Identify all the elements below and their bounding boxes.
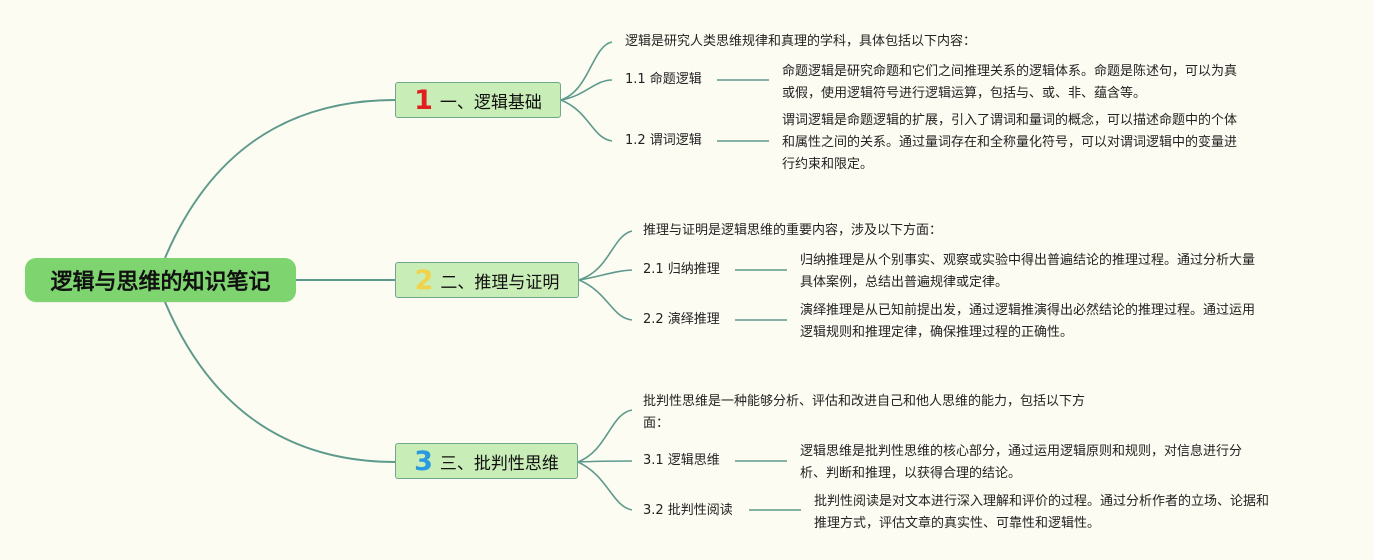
desc-line: 行约束和限定。 bbox=[782, 157, 874, 172]
leaf-2-1-desc: 归纳推理是从个别事实、观察或实验中得出普遍结论的推理过程。通过分析大量 具体案例… bbox=[800, 250, 1255, 294]
branch-2-intro: 推理与证明是逻辑思维的重要内容，涉及以下方面： bbox=[643, 223, 943, 238]
desc-line: 析、判断和推理，以获得合理的结论。 bbox=[800, 466, 1022, 481]
link-b2-leaf1 bbox=[578, 269, 633, 281]
link-b3-leaf2 bbox=[577, 461, 633, 511]
leaf-2-2[interactable]: 2.2 演绎推理 bbox=[643, 312, 720, 327]
leaf-2-2-desc: 演绎推理是从已知前提出发，通过逻辑推演得出必然结论的推理过程。通过运用 逻辑规则… bbox=[800, 300, 1255, 344]
leaf-3-1[interactable]: 3.1 逻辑思维 bbox=[643, 453, 720, 468]
desc-line: 逻辑思维是批判性思维的核心部分，通过运用逻辑原则和规则，对信息进行分 bbox=[800, 444, 1243, 459]
leaf-3-1-desc: 逻辑思维是批判性思维的核心部分，通过运用逻辑原则和规则，对信息进行分 析、判断和… bbox=[800, 441, 1242, 485]
leaf-1-2-desc: 谓词逻辑是命题逻辑的扩展，引入了谓词和量词的概念，可以描述命题中的个体 和属性之… bbox=[782, 110, 1237, 176]
leaf-3-2-desc: 批判性阅读是对文本进行深入理解和评价的过程。通过分析作者的立场、论据和 推理方式… bbox=[814, 491, 1269, 535]
branch-title-2: 二、推理与证明 bbox=[440, 272, 560, 293]
intro-line: 面： bbox=[643, 416, 670, 431]
leaf-2-1[interactable]: 2.1 归纳推理 bbox=[643, 262, 720, 277]
link-b2-leaf2 bbox=[578, 279, 633, 321]
branch-node-2[interactable]: 2 二、推理与证明 bbox=[395, 262, 579, 298]
link-b1-intro-curve bbox=[560, 41, 613, 101]
link-b3-leaf1 bbox=[577, 460, 633, 463]
leaf-1-1[interactable]: 1.1 命题逻辑 bbox=[625, 72, 702, 87]
branch-3-intro: 批判性思维是一种能够分析、评估和改进自己和他人思维的能力，包括以下方 面： bbox=[643, 391, 1085, 435]
desc-line: 归纳推理是从个别事实、观察或实验中得出普遍结论的推理过程。通过分析大量 bbox=[800, 253, 1256, 268]
leaf-1-2[interactable]: 1.2 谓词逻辑 bbox=[625, 133, 702, 148]
number-badge-2: 2 bbox=[414, 264, 434, 296]
root-title: 逻辑与思维的知识笔记 bbox=[50, 270, 271, 295]
intro-line: 批判性思维是一种能够分析、评估和改进自己和他人思维的能力，包括以下方 bbox=[643, 394, 1086, 409]
leaf-1-1-desc: 命题逻辑是研究命题和它们之间推理关系的逻辑体系。命题是陈述句，可以为真 或假，使… bbox=[782, 61, 1237, 105]
link-b3-intro-curve bbox=[577, 409, 633, 463]
desc-line: 或假，使用逻辑符号进行逻辑运算，包括与、或、非、蕴含等。 bbox=[782, 86, 1147, 101]
link-b1-leaf2 bbox=[560, 99, 613, 142]
desc-line: 命题逻辑是研究命题和它们之间推理关系的逻辑体系。命题是陈述句，可以为真 bbox=[782, 64, 1238, 79]
root-node[interactable]: 逻辑与思维的知识笔记 bbox=[25, 258, 296, 302]
leaf-3-2[interactable]: 3.2 批判性阅读 bbox=[643, 503, 733, 518]
number-badge-3: 3 bbox=[414, 445, 433, 477]
desc-line: 谓词逻辑是命题逻辑的扩展，引入了谓词和量词的概念，可以描述命题中的个体 bbox=[782, 113, 1238, 128]
branch-1-intro: 逻辑是研究人类思维规律和真理的学科，具体包括以下内容： bbox=[625, 34, 977, 49]
desc-line: 推理方式，评估文章的真实性、可靠性和逻辑性。 bbox=[814, 516, 1101, 531]
branch-node-3[interactable]: 3 三、批判性思维 bbox=[395, 443, 578, 479]
desc-line: 和属性之间的关系。通过量词存在和全称量化符号，可以对谓词逻辑中的变量进 bbox=[782, 135, 1238, 150]
branch-title-3: 三、批判性思维 bbox=[439, 453, 559, 474]
desc-line: 具体案例，总结出普遍规律或定律。 bbox=[800, 275, 1009, 290]
desc-line: 逻辑规则和推理定律，确保推理过程的正确性。 bbox=[800, 325, 1074, 340]
link-b2-intro-curve bbox=[578, 230, 633, 281]
desc-line: 演绎推理是从已知前提出发，通过逻辑推演得出必然结论的推理过程。通过运用 bbox=[800, 303, 1256, 318]
link-b1-leaf1 bbox=[560, 79, 613, 101]
desc-line: 批判性阅读是对文本进行深入理解和评价的过程。通过分析作者的立场、论据和 bbox=[814, 494, 1270, 509]
link-root-branch-1 bbox=[164, 99, 397, 259]
branch-title-1: 一、逻辑基础 bbox=[439, 92, 542, 113]
link-root-branch-3 bbox=[164, 301, 397, 463]
number-badge-1: 1 bbox=[414, 84, 433, 116]
branch-node-1[interactable]: 1 一、逻辑基础 bbox=[395, 82, 561, 118]
